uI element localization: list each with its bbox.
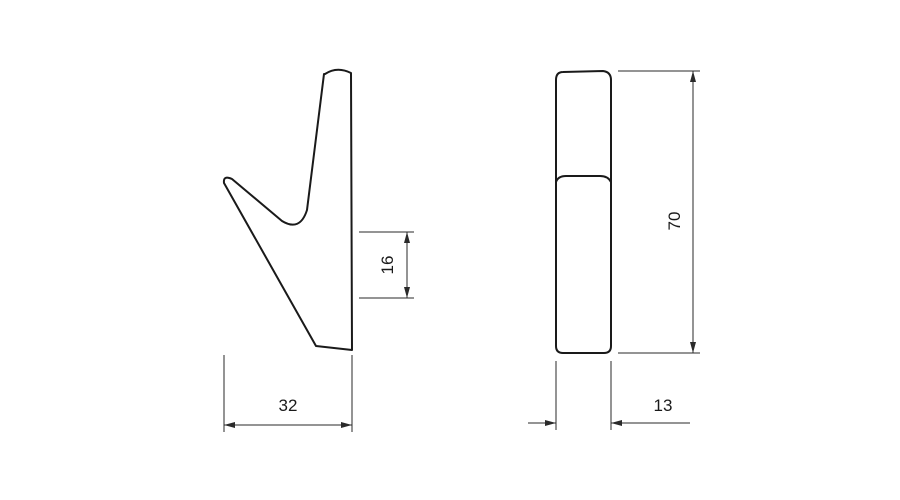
hook-side-view [222, 68, 353, 351]
dimension-16-label: 16 [378, 256, 397, 275]
dimension-16: 16 [359, 231, 414, 299]
dimension-32-label: 32 [279, 396, 298, 415]
dimension-13-label: 13 [654, 396, 673, 415]
hook-front-outline [555, 70, 612, 354]
hook-side-profile [222, 68, 353, 351]
dimension-32: 32 [223, 355, 353, 432]
dimension-70-label: 70 [665, 212, 684, 231]
hook-front-step-line [555, 175, 612, 183]
dimension-70: 70 [618, 70, 700, 354]
hook-front-view [555, 70, 612, 354]
dimension-13: 13 [528, 361, 690, 430]
